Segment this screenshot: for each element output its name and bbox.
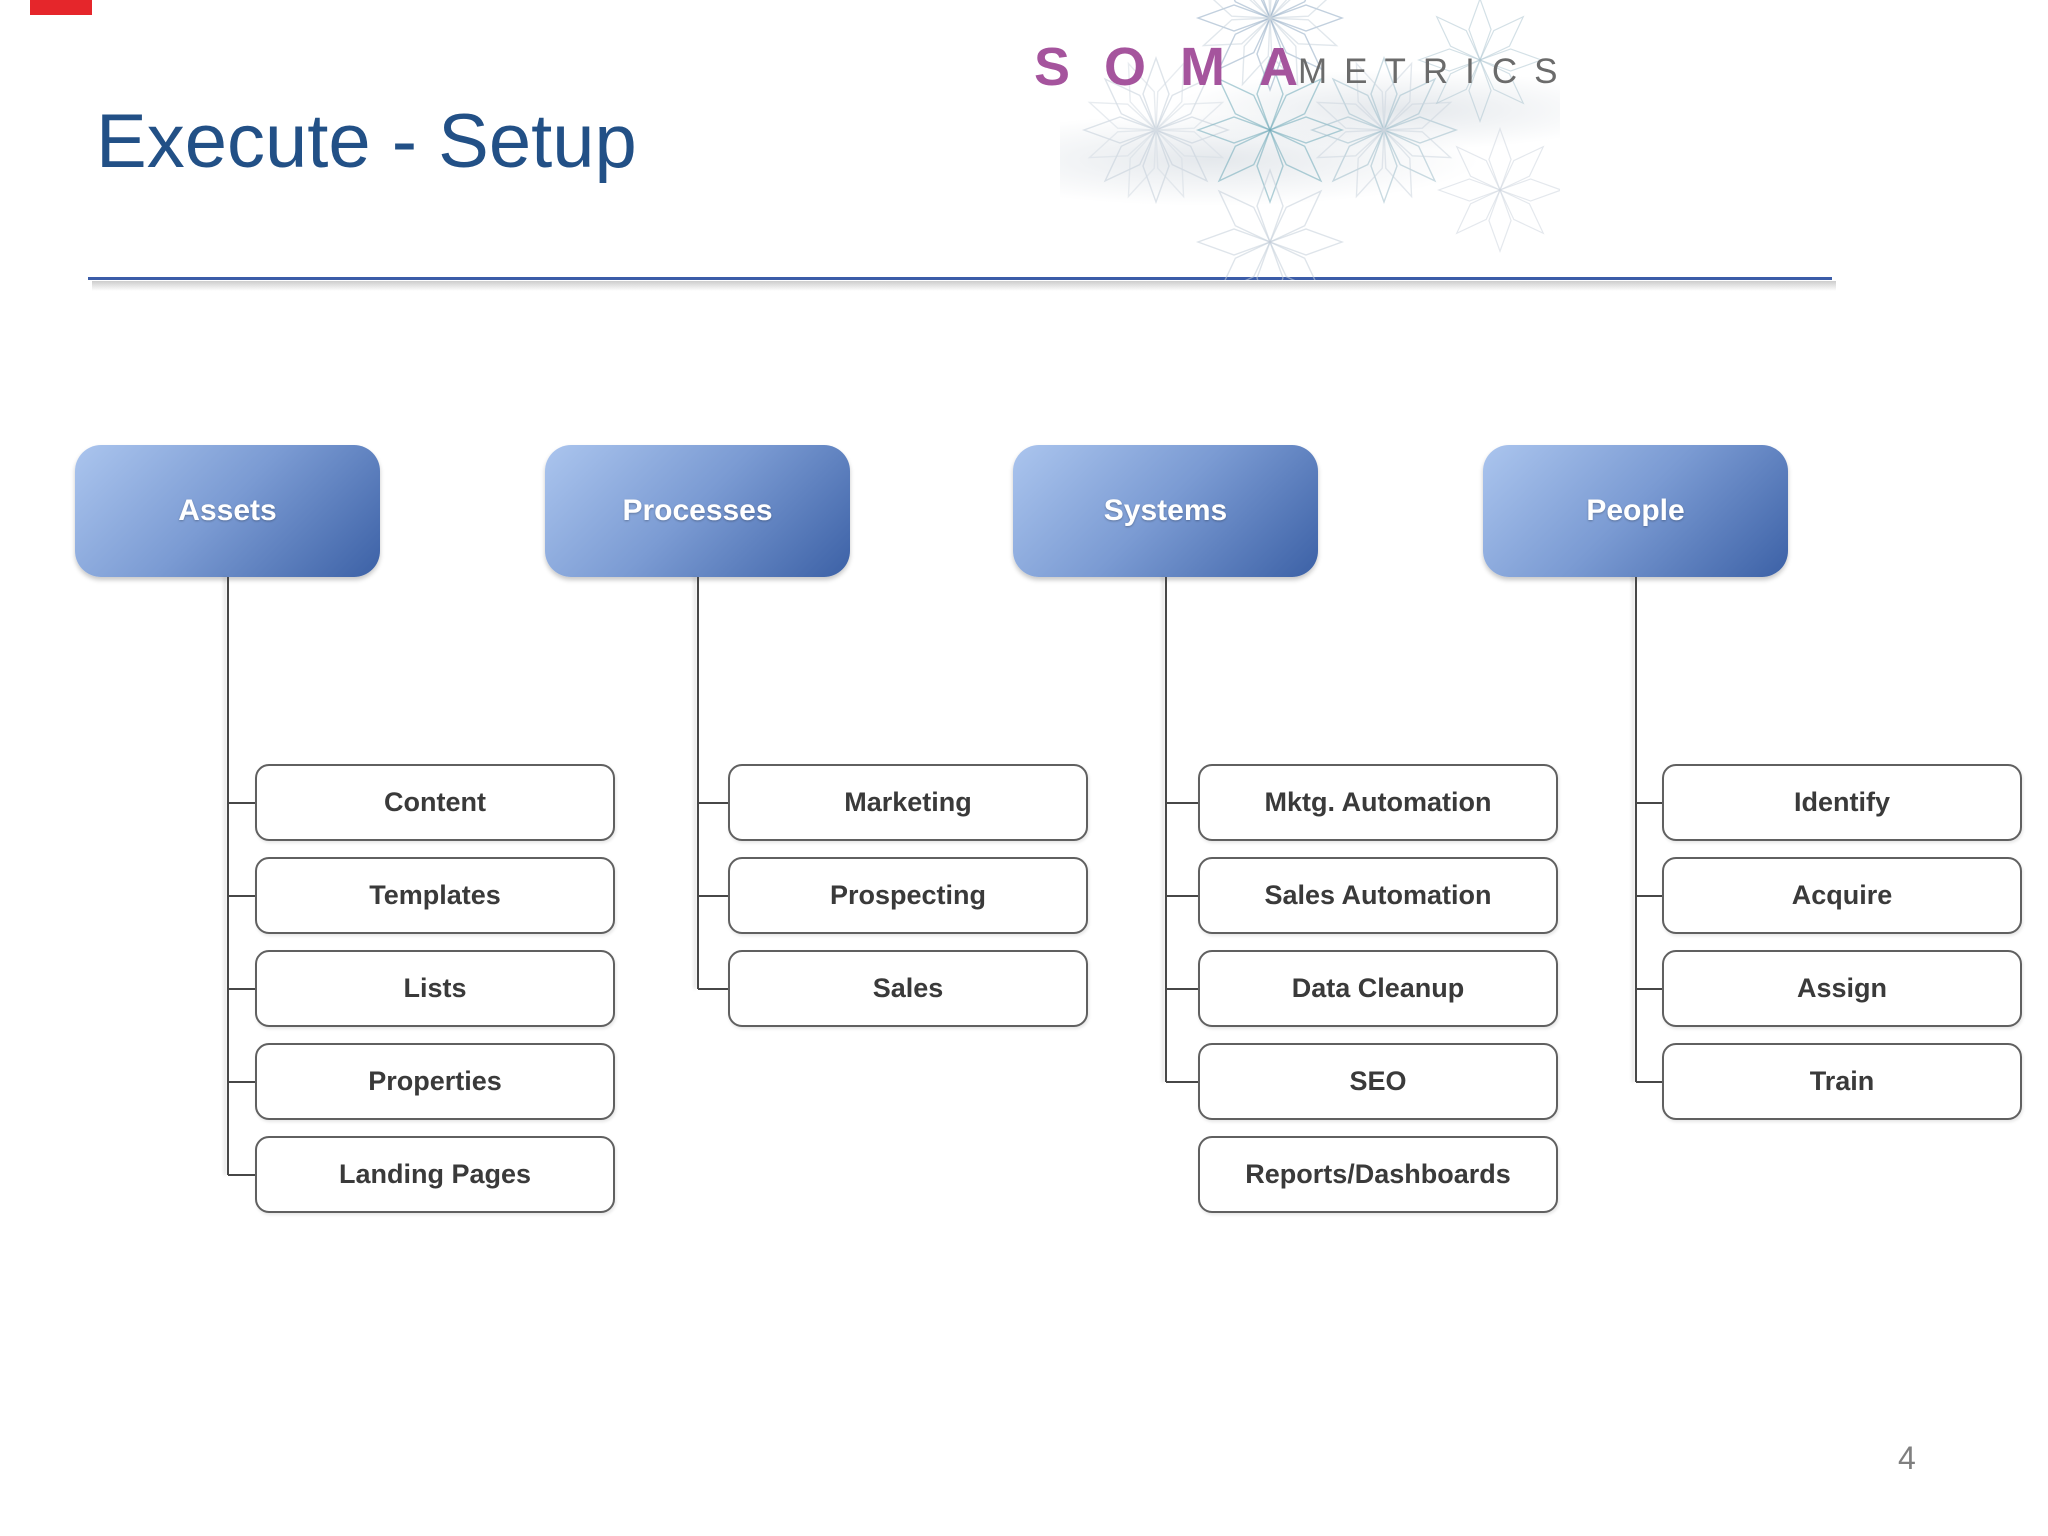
connector-stub bbox=[697, 894, 728, 897]
connector-stub bbox=[227, 1173, 255, 1176]
node-landing-pages: Landing Pages bbox=[255, 1136, 615, 1213]
title-rule bbox=[88, 277, 1832, 280]
connector-stub bbox=[1165, 894, 1198, 897]
connector-stub bbox=[1635, 801, 1662, 804]
node-mktg-automation: Mktg. Automation bbox=[1198, 764, 1558, 841]
connector-stub bbox=[227, 987, 255, 990]
node-lists: Lists bbox=[255, 950, 615, 1027]
connector-stub bbox=[697, 801, 728, 804]
logo-text-soma: SOMA bbox=[1034, 37, 1332, 97]
node-prospecting: Prospecting bbox=[728, 857, 1088, 934]
node-templates: Templates bbox=[255, 857, 615, 934]
node-acquire: Acquire bbox=[1662, 857, 2022, 934]
connector-stub bbox=[1635, 987, 1662, 990]
connector-line bbox=[1634, 577, 1637, 1082]
connector-line bbox=[696, 577, 699, 989]
node-data-cleanup: Data Cleanup bbox=[1198, 950, 1558, 1027]
connector-line bbox=[226, 577, 229, 1175]
node-marketing: Marketing bbox=[728, 764, 1088, 841]
node-seo: SEO bbox=[1198, 1043, 1558, 1120]
connector-stub bbox=[1165, 801, 1198, 804]
connector-line bbox=[1164, 577, 1167, 1082]
node-sales: Sales bbox=[728, 950, 1088, 1027]
red-corner-mark bbox=[30, 0, 92, 15]
connector-stub bbox=[1165, 1080, 1198, 1083]
node-reports-dashboards: Reports/Dashboards bbox=[1198, 1136, 1558, 1213]
connector-stub bbox=[1635, 1080, 1662, 1083]
page-number: 4 bbox=[1898, 1440, 1916, 1476]
connector-stub bbox=[1635, 894, 1662, 897]
slide-title: Execute - Setup bbox=[96, 99, 637, 184]
header-people: People bbox=[1483, 445, 1788, 577]
node-properties: Properties bbox=[255, 1043, 615, 1120]
geometric-pattern-icon bbox=[1060, 0, 1560, 280]
connector-stub bbox=[227, 894, 255, 897]
node-train: Train bbox=[1662, 1043, 2022, 1120]
connector-stub bbox=[227, 801, 255, 804]
header-processes: Processes bbox=[545, 445, 850, 577]
node-identify: Identify bbox=[1662, 764, 2022, 841]
header-assets: Assets bbox=[75, 445, 380, 577]
connector-stub bbox=[227, 1080, 255, 1083]
node-content: Content bbox=[255, 764, 615, 841]
node-sales-automation: Sales Automation bbox=[1198, 857, 1558, 934]
somametrics-logo: SOMA METRICS bbox=[1020, 0, 2048, 290]
connector-stub bbox=[1165, 987, 1198, 990]
logo-text-metrics: METRICS bbox=[1298, 52, 1575, 91]
header-systems: Systems bbox=[1013, 445, 1318, 577]
node-assign: Assign bbox=[1662, 950, 2022, 1027]
connector-stub bbox=[697, 987, 728, 990]
title-rule-shadow bbox=[92, 281, 1836, 291]
